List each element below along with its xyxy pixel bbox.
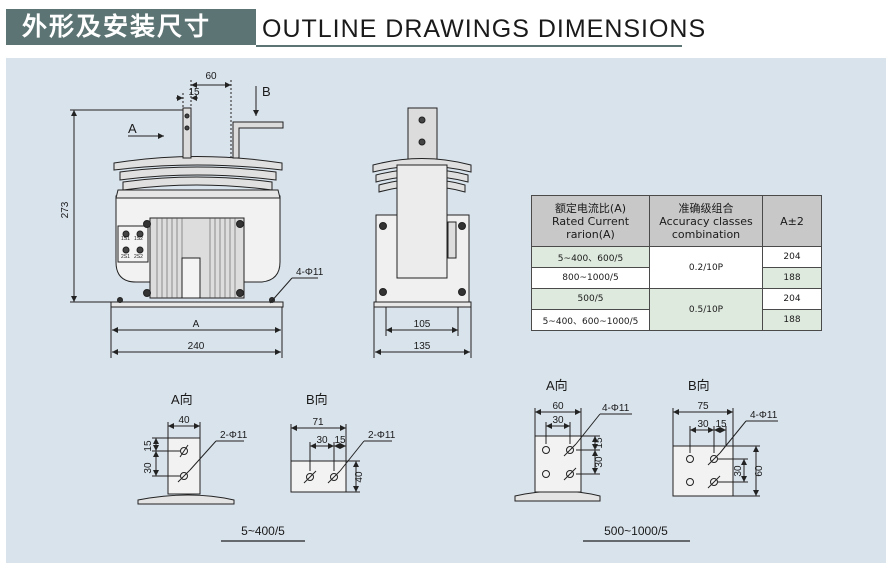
front-shed-2	[119, 166, 277, 181]
dim-60: 60	[205, 71, 217, 82]
cell-a: 188	[762, 267, 822, 289]
caption-small: 5~400/5	[221, 524, 305, 542]
caption-large-text: 500~1000/5	[604, 524, 668, 538]
header-current-ratio: 额定电流比(A) Rated Current rarion(A)	[531, 195, 650, 247]
large-a-dim-30-top: 30	[552, 415, 564, 426]
detail-large-a-labels: A向 60 30 15 30 4-Φ11	[546, 378, 630, 468]
header-accuracy: 准确级组合 Accuracy classes combination	[649, 195, 763, 247]
spec-table-header: 额定电流比(A) Rated Current rarion(A) 准确级组合 A…	[531, 195, 822, 247]
spec-table: 额定电流比(A) Rated Current rarion(A) 准确级组合 A…	[531, 195, 822, 331]
cell-accuracy: 0.2/10P	[649, 246, 763, 289]
dim-a: A	[193, 319, 200, 330]
detail-small-b-labels: B向 71 30 15 40 2-Φ11	[306, 392, 396, 483]
small-a-hole-note: 2-Φ11	[220, 430, 248, 441]
caption-large: 500~1000/5	[583, 524, 690, 542]
small-view-b-title: B向	[306, 392, 328, 407]
dim-273: 273	[60, 201, 71, 218]
large-b-dim-75: 75	[697, 401, 709, 412]
large-view-a-title: A向	[546, 378, 568, 393]
title-english: OUTLINE DRAWINGS DIMENSIONS	[262, 15, 707, 43]
front-shed-base	[115, 189, 281, 199]
cell-accuracy: 0.5/10P	[649, 288, 763, 331]
large-a-hole-note: 4-Φ11	[602, 403, 630, 414]
terminal-label-2s2: 2S2	[134, 254, 143, 260]
table-row: 5~400、600/5 0.2/10P 204	[531, 246, 822, 289]
detail-large-b	[672, 408, 778, 497]
large-a-dim-60: 60	[552, 401, 564, 412]
small-a-dim-15: 15	[143, 440, 154, 452]
front-shed-1	[113, 156, 283, 171]
small-b-dim-40: 40	[354, 471, 365, 483]
table-row: 500/5 0.5/10P 204	[531, 288, 822, 331]
cell-a: 204	[762, 288, 822, 310]
small-b-dim-71: 71	[312, 417, 324, 428]
cell-ratio: 5~400、600/5	[531, 246, 650, 268]
small-b-dim-30: 30	[316, 435, 328, 446]
cell-a: 204	[762, 246, 822, 268]
front-hole-note: 4-Φ11	[296, 267, 324, 278]
small-b-hole-note: 2-Φ11	[368, 430, 396, 441]
small-a-dim-30: 30	[143, 462, 154, 474]
dim-15: 15	[188, 87, 200, 98]
dim-135: 135	[414, 341, 431, 352]
header-a-value: A±2	[762, 195, 822, 247]
label-b: B	[262, 84, 271, 99]
detail-small-b	[290, 424, 392, 493]
terminal-label-1s2: 1S2	[134, 236, 143, 242]
front-shed-3	[122, 176, 273, 191]
cell-ratio: 800~1000/5	[531, 267, 650, 289]
page-header: 外形及安装尺寸 OUTLINE DRAWINGS DIMENSIONS	[0, 0, 890, 52]
front-core-window	[181, 257, 201, 299]
large-b-hole-note: 4-Φ11	[750, 410, 778, 421]
detail-large-b-labels: B向 75 30 15 30 60 4-Φ11	[688, 378, 778, 477]
dim-105: 105	[414, 319, 431, 330]
large-view-b-title: B向	[688, 378, 710, 393]
caption-small-text: 5~400/5	[241, 524, 285, 538]
front-terminal-box	[117, 225, 149, 263]
detail-small-a	[137, 422, 244, 505]
small-b-dim-15: 15	[334, 435, 346, 446]
side-view-labels: 105 135	[414, 319, 431, 352]
title-chinese: 外形及安装尺寸	[6, 9, 256, 45]
terminal-label-1s1: 1S1	[121, 236, 130, 242]
terminal-b	[232, 121, 284, 159]
terminal-label-2s1: 2S1	[121, 254, 130, 260]
table-row: 5~400、600~1000/5 188	[531, 309, 822, 331]
large-b-dim-15: 15	[715, 419, 727, 430]
front-view-labels: 60 15 B A 273 4-Φ11 A 240 1S1 1S2 2S1 2S…	[60, 71, 324, 352]
detail-small-a-labels: A向 40 30 15 2-Φ11	[143, 392, 248, 474]
large-a-dim-30-side: 30	[594, 456, 605, 468]
large-a-dim-15: 15	[594, 437, 605, 449]
cell-a: 188	[762, 309, 822, 331]
cell-ratio: 500/5	[531, 288, 650, 310]
detail-large-a	[514, 408, 632, 502]
large-b-dim-60: 60	[754, 465, 765, 477]
side-view	[372, 107, 472, 358]
front-base-plate	[110, 301, 284, 308]
title-underline	[256, 45, 682, 47]
large-b-dim-30-side: 30	[733, 465, 744, 477]
cell-ratio: 5~400、600~1000/5	[531, 309, 650, 331]
dim-240: 240	[188, 341, 205, 352]
label-a: A	[128, 121, 137, 136]
small-view-a-title: A向	[171, 392, 193, 407]
small-a-dim-40: 40	[178, 415, 190, 426]
front-view	[70, 80, 318, 358]
large-b-dim-30: 30	[697, 419, 709, 430]
